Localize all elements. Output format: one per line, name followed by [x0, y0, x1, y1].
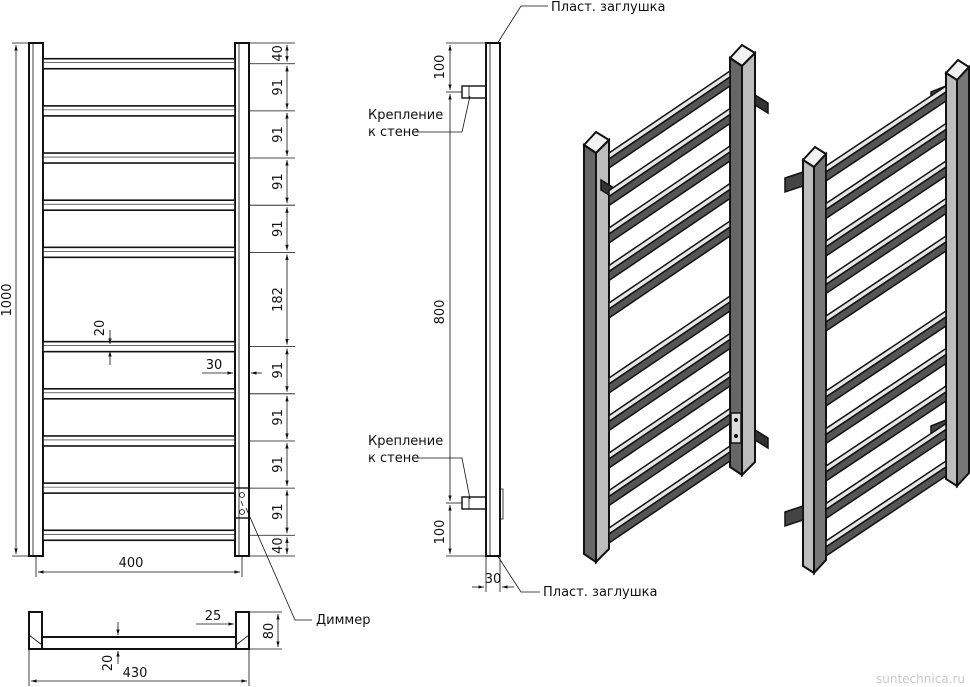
iso-bar-face: [608, 150, 731, 245]
spacing-dim-text: 91: [271, 220, 286, 237]
width-dim-text: 400: [119, 556, 144, 571]
spacing-dim-text: 91: [271, 126, 286, 143]
front-bar: [42, 246, 236, 259]
top-bar: [41, 636, 237, 650]
front-bar: [42, 57, 236, 70]
mount-top-label-1: Крепление: [368, 108, 443, 123]
right-rail: [234, 42, 250, 557]
front-bar: [42, 482, 236, 494]
iso-bar-face: [825, 240, 947, 333]
front-bar: [42, 105, 236, 117]
spacing-dim-text: 40: [271, 537, 286, 554]
spacing-dim-text: 91: [271, 79, 286, 96]
iso-bar-face: [608, 225, 731, 320]
iso-view-back: [784, 58, 970, 576]
mount-bottom-label-2: к стене: [368, 451, 419, 466]
side-rail: [485, 42, 501, 557]
svg-text:100: 100: [433, 55, 448, 80]
iso-bar-face: [825, 128, 947, 220]
svg-text:100: 100: [433, 520, 448, 545]
front-bar: [42, 388, 236, 400]
iso-bar-face: [825, 315, 947, 408]
side-view: 100 800 100 30 Пласт. заглушка Пласт. за…: [368, 0, 665, 600]
front-bar: [42, 529, 236, 542]
iso-bar-face: [825, 165, 947, 258]
front-bars: [42, 57, 236, 542]
iso-bar-face: [825, 465, 947, 558]
svg-text:80: 80: [262, 623, 277, 640]
spacing-dim-text: 91: [271, 362, 286, 379]
iso-bar-face: [825, 353, 947, 445]
bar-height-text: 20: [93, 320, 108, 337]
spacing-dim-text: 40: [271, 45, 286, 62]
dimmer-box: [234, 487, 250, 519]
iso-bar-face: [608, 188, 731, 282]
iso-view-front: [582, 43, 769, 565]
front-bar: [42, 199, 236, 211]
svg-text:30: 30: [485, 572, 502, 587]
spacing-dim-text: 182: [271, 287, 286, 312]
iso-bar-face: [608, 375, 731, 470]
left-rail: [28, 42, 44, 557]
top-mount-bracket: [461, 85, 487, 99]
iso-bar-face: [608, 338, 731, 432]
top-left-bracket: [28, 611, 43, 650]
top-right-bracket: [235, 611, 250, 650]
plug-top-label: Пласт. заглушка: [551, 0, 665, 15]
svg-text:800: 800: [433, 300, 448, 325]
svg-text:25: 25: [205, 609, 222, 624]
front-bar: [42, 152, 236, 164]
spacing-dim-text: 91: [271, 173, 286, 190]
front-bar: [42, 435, 236, 447]
watermark: suntechnica.ru: [876, 672, 965, 686]
bottom-mount-bracket: [461, 496, 487, 510]
front-bar: [42, 340, 236, 353]
iso-bar-face: [825, 390, 947, 483]
spacing-dim-text: 91: [271, 503, 286, 520]
rail-width-text: 30: [206, 358, 223, 373]
spacing-dim-text: 91: [271, 456, 286, 473]
iso-bar-face: [608, 450, 731, 545]
spacing-chain: 40 91 91 91 91 182 91 91 91 91 40: [249, 45, 295, 554]
iso-bar-face: [825, 203, 947, 295]
iso-bar-face: [825, 428, 947, 520]
dimmer-label: Диммер: [316, 613, 370, 628]
mount-top-label-2: к стене: [368, 125, 419, 140]
iso-bar-face: [608, 300, 731, 395]
svg-text:20: 20: [101, 655, 116, 672]
iso-bar-face: [608, 113, 731, 207]
iso-bar-face: [608, 413, 731, 507]
plug-bottom-label: Пласт. заглушка: [543, 585, 657, 600]
mount-bottom-label-1: Крепление: [368, 434, 443, 449]
front-view: 1000 40 91 91 91 91 182 91 91 91 91 40 400 20 30 Д…: [0, 42, 370, 628]
height-dim-text: 1000: [0, 283, 15, 316]
iso-bar-face: [825, 90, 947, 183]
iso-bar-face: [608, 75, 731, 170]
dimmer-leader: [245, 507, 312, 621]
svg-text:430: 430: [123, 666, 148, 681]
spacing-dim-text: 91: [271, 409, 286, 426]
top-view: 25 80 20 430: [28, 609, 282, 686]
